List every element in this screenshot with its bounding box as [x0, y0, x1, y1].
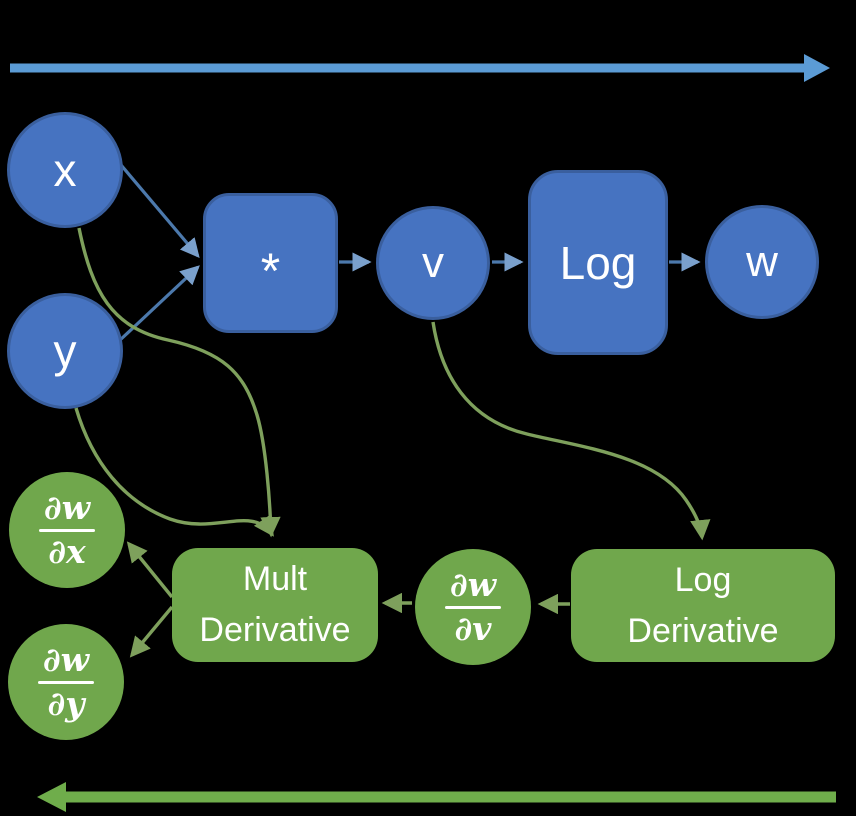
edge-x-to-mult-op [108, 150, 200, 258]
node-mult-op: * [203, 193, 338, 333]
dwdv-numerator: ∂w [449, 564, 497, 604]
backward-pass-arrow-head-icon [37, 782, 66, 812]
node-w-label: w [746, 237, 778, 286]
node-mult-deriv-label: Mult Derivative [199, 554, 350, 656]
edge-y-to-mult-op [117, 265, 200, 343]
forward-pass-arrow-head-icon [804, 54, 830, 82]
log-deriv-line1: Log [674, 560, 732, 599]
dwdx-fraction-bar [39, 528, 95, 532]
mult-deriv-line2: Derivative [199, 611, 351, 649]
dwdy-fraction: ∂w ∂y [38, 639, 94, 723]
dwdv-denominator: ∂v [454, 608, 492, 648]
node-log-deriv: Log Derivative [571, 549, 835, 662]
dwdv-fraction-bar [445, 605, 501, 609]
node-v-label: v [422, 238, 444, 287]
node-mult-op-label: * [260, 243, 281, 299]
node-y: y [7, 293, 123, 409]
node-log-op: Log [528, 170, 668, 355]
node-x-label: x [53, 144, 77, 196]
dwdx-numerator: ∂w [43, 487, 91, 527]
node-x: x [7, 112, 123, 228]
edge-mult-deriv-to-dwdy [129, 605, 174, 658]
dwdx-denominator: ∂x [48, 531, 86, 571]
node-y-label: y [53, 325, 77, 377]
node-w: w [705, 205, 819, 319]
edge-y-to-mult-deriv [74, 407, 274, 537]
dwdy-numerator: ∂w [42, 639, 90, 679]
node-mult-deriv: Mult Derivative [172, 548, 378, 662]
node-log-op-label: Log [559, 236, 637, 289]
log-deriv-line2: Derivative [627, 611, 779, 650]
dwdy-fraction-bar [38, 680, 94, 684]
dwdy-denominator: ∂y [47, 683, 85, 723]
node-dwdy: ∂w ∂y [8, 624, 124, 740]
node-dwdx: ∂w ∂x [9, 472, 125, 588]
edge-mult-deriv-to-dwdx [126, 541, 174, 599]
node-log-deriv-label: Log Derivative [627, 555, 778, 657]
edge-v-to-log-deriv [431, 321, 711, 541]
mult-deriv-line1: Mult [242, 560, 308, 598]
edge-x-to-mult-deriv [77, 227, 281, 538]
node-v: v [376, 206, 490, 320]
dwdx-fraction: ∂w ∂x [39, 487, 95, 571]
dwdv-fraction: ∂w ∂v [445, 564, 501, 648]
node-dwdv: ∂w ∂v [415, 549, 531, 665]
